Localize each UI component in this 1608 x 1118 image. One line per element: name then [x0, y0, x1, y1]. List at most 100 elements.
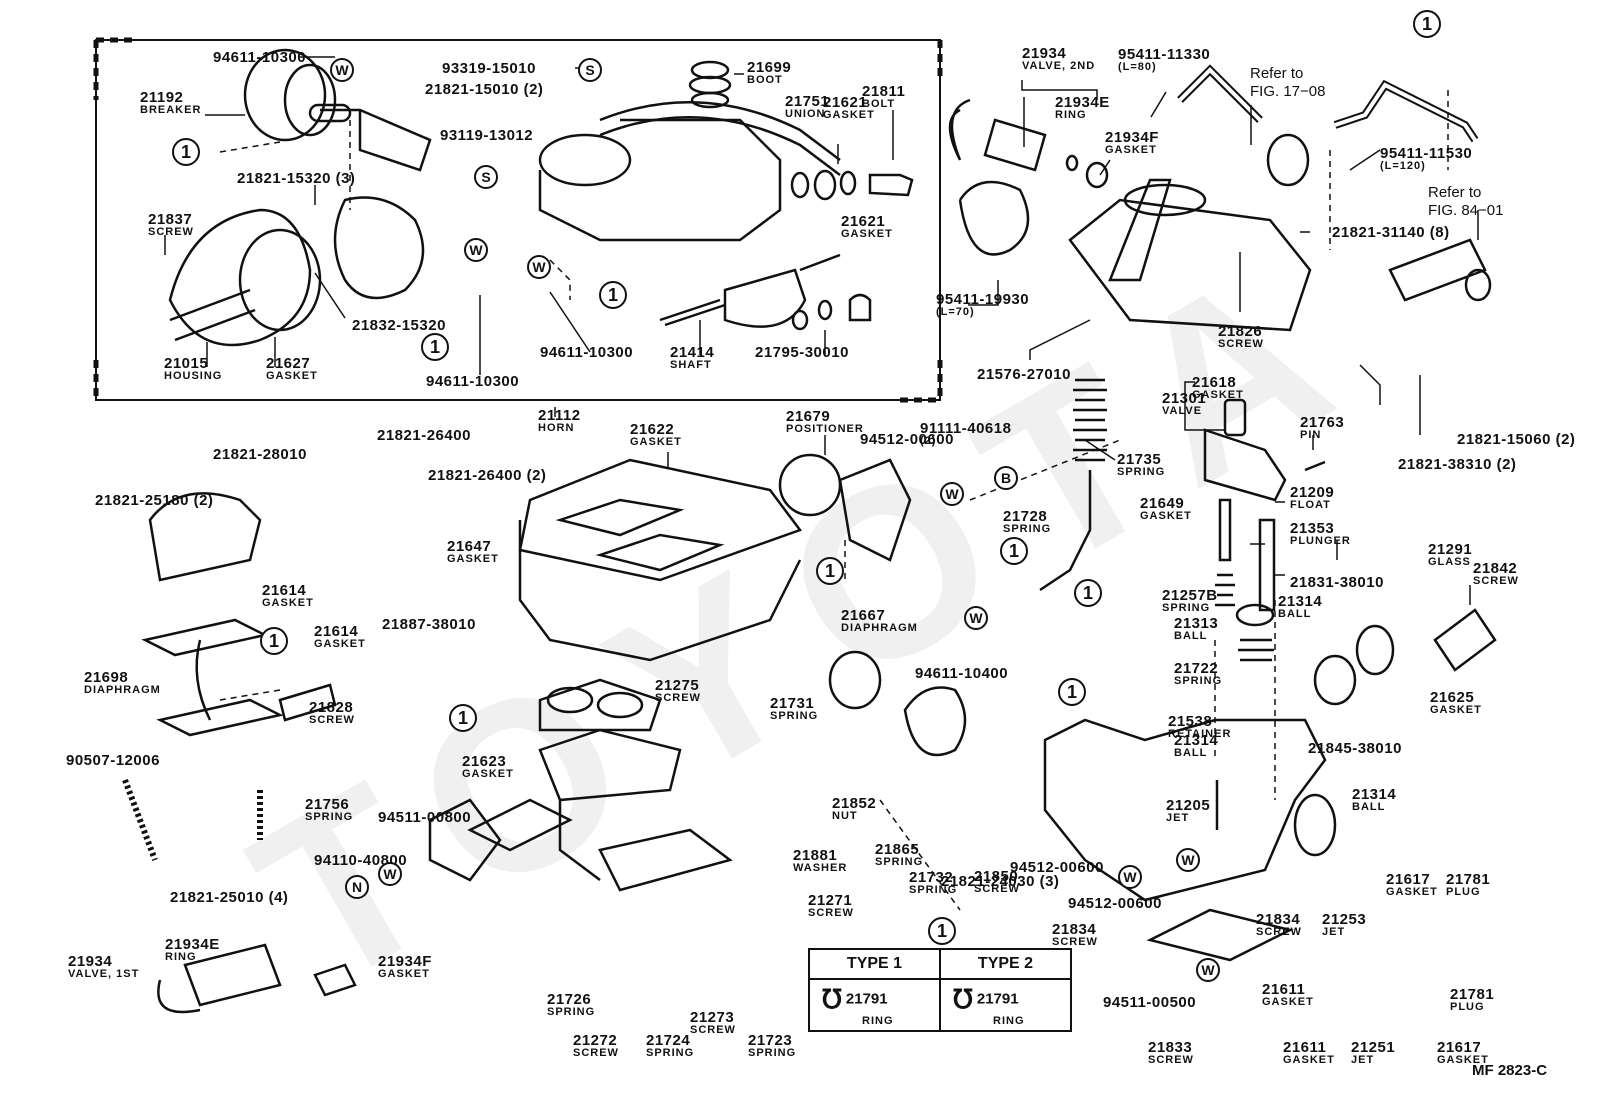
part-name: GASKET	[1283, 1054, 1335, 1066]
part-name: GASKET	[314, 638, 366, 650]
part-callout: 21821-26400	[377, 428, 471, 443]
part-number: 21811	[862, 83, 906, 100]
part-name: PLUG	[1450, 1001, 1485, 1013]
symbol-w: W	[964, 606, 988, 630]
symbol-ref-1: 1	[172, 138, 200, 166]
link-part	[428, 798, 502, 882]
part-number: 21698	[84, 669, 129, 686]
part-number: 21724	[646, 1032, 691, 1049]
part-number: 21728	[1003, 508, 1048, 525]
part-number: 21723	[748, 1032, 793, 1049]
part-callout: 21821-15010 (2)	[425, 82, 543, 97]
part-name: SPRING	[646, 1047, 695, 1059]
part-name: BREAKER	[140, 104, 202, 116]
part-number: 21726	[547, 991, 592, 1008]
part-number: Refer to	[1428, 184, 1482, 201]
sight-glass-part	[1313, 608, 1497, 706]
part-number: 21828	[309, 699, 354, 716]
part-number: 21538	[1168, 713, 1213, 730]
part-callout: 95411-11530(L=120)	[1380, 146, 1472, 172]
part-callout: 94512-00600	[860, 432, 954, 447]
part-number: 21821-15060 (2)	[1457, 431, 1576, 448]
part-number: 95411-11530	[1380, 145, 1473, 162]
part-name: GASKET	[1386, 886, 1438, 898]
throttle-body-part	[538, 678, 733, 892]
part-callout: 94511-00500	[1103, 995, 1196, 1010]
part-name: SHAFT	[670, 359, 712, 371]
symbol-ref-1: 1	[449, 704, 477, 732]
part-number: 21821-38310 (2)	[1398, 456, 1517, 473]
legend-header-type1: TYPE 1	[808, 948, 941, 980]
housing-part	[168, 208, 322, 347]
part-number: 21832-15320	[352, 317, 446, 334]
part-number: 21618	[1192, 374, 1237, 391]
part-name: HOUSING	[164, 370, 223, 382]
part-name: SCREW	[1148, 1054, 1194, 1066]
part-name: DIAPHRAGM	[84, 684, 161, 696]
part-number: 21617	[1437, 1039, 1482, 1056]
part-number: 21934F	[378, 953, 432, 970]
part-number: 21253	[1322, 911, 1367, 928]
part-name: SPRING	[909, 884, 958, 896]
part-number: 21756	[305, 796, 350, 813]
part-number: 21834	[1256, 911, 1301, 928]
part-name: JET	[1322, 926, 1346, 938]
part-name: SCREW	[655, 692, 701, 704]
figure-code: MF 2823-C	[1472, 1062, 1548, 1079]
part-callout: 94512-00600	[1010, 860, 1104, 875]
part-number: 21112	[538, 407, 581, 424]
part-number: 93119-13012	[440, 127, 534, 144]
symbol-s: S	[474, 165, 498, 189]
symbol-w: W	[1176, 848, 1200, 872]
symbol-w: W	[527, 255, 551, 279]
part-name: SCREW	[974, 883, 1020, 895]
part-callout: 21821-25180 (2)	[95, 493, 213, 508]
part-name: BALL	[1278, 608, 1312, 620]
part-number: 95411-19930	[936, 291, 1030, 308]
part-number: 21821-25180 (2)	[95, 492, 214, 509]
legend-type2-part: 21791	[976, 989, 1019, 1007]
part-callout: 21821-25010 (4)	[170, 890, 288, 905]
part-name: NUT	[832, 810, 858, 822]
part-name: SCREW	[148, 226, 194, 238]
symbol-w: W	[1196, 958, 1220, 982]
part-name: GASKET	[1105, 144, 1157, 156]
part-name: SCREW	[1473, 575, 1519, 587]
part-callout: 21821-31140 (8)	[1332, 225, 1450, 240]
part-name: BOOT	[747, 74, 783, 86]
part-number: 21821-28010	[213, 446, 307, 463]
valve-1st-part	[157, 943, 357, 1014]
part-number: Refer to	[1250, 65, 1304, 82]
part-name: SCREW	[690, 1024, 736, 1036]
part-name: SPRING	[305, 811, 354, 823]
part-number: 21834	[1052, 921, 1097, 938]
part-number: 21275	[655, 677, 700, 694]
part-number: 21821-26400 (2)	[428, 467, 547, 484]
part-number: 21611	[1262, 981, 1306, 998]
gasket-body-part	[518, 458, 803, 662]
part-name: POSITIONER	[786, 423, 864, 435]
part-name: VALVE, 1ST	[68, 968, 140, 980]
part-number: 21015	[164, 355, 209, 372]
part-callout: 21821-15320 (3)	[237, 171, 355, 186]
